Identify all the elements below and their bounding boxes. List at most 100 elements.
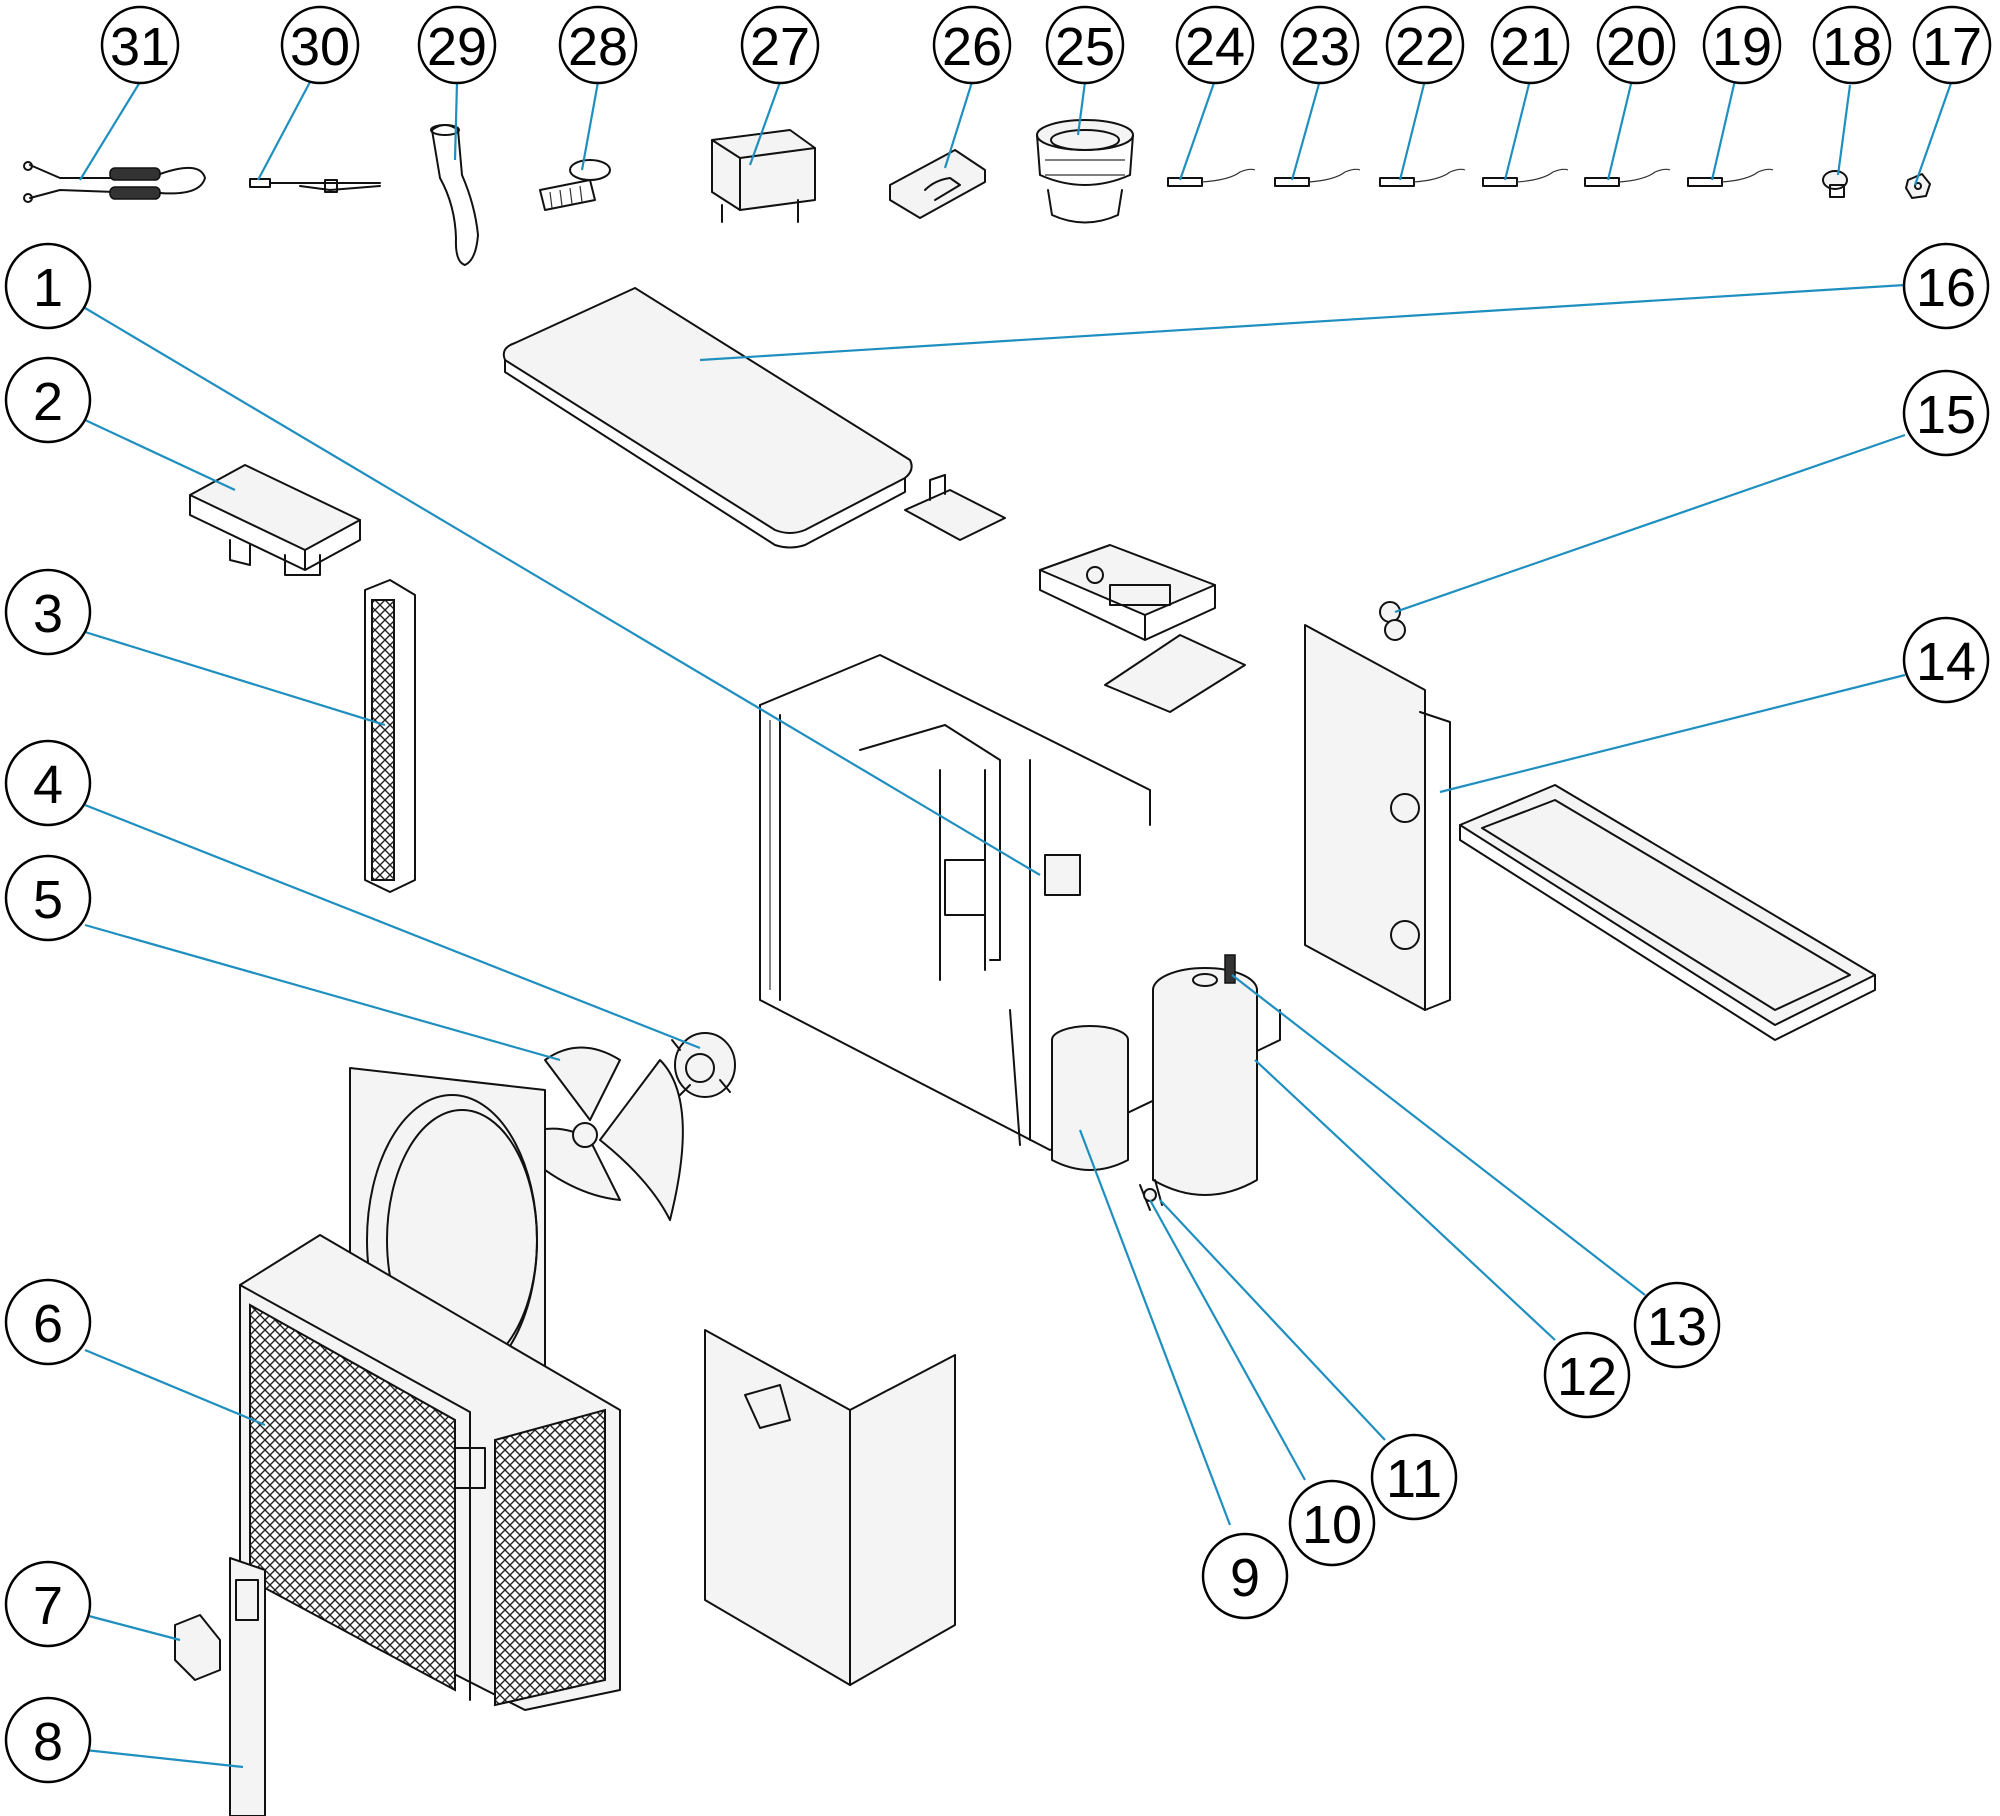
leader-6 — [84, 1348, 266, 1427]
callout-19-label: 19 — [1712, 17, 1772, 77]
leader-29 — [453, 81, 459, 161]
callout-11-label: 11 — [1386, 1449, 1442, 1509]
callout-4-label: 4 — [33, 755, 63, 815]
callout-10: 10 — [1288, 1479, 1376, 1567]
callout-27: 27 — [740, 5, 820, 85]
part-20-sensor — [1584, 168, 1671, 187]
leader-25 — [1076, 81, 1087, 136]
part-15-valve-pair — [1379, 601, 1406, 641]
part-main-chassis — [759, 654, 1281, 1151]
callout-20: 20 — [1596, 5, 1676, 85]
callout-28-label: 28 — [568, 17, 628, 77]
callout-13-label: 13 — [1647, 1297, 1707, 1357]
parts-layer — [23, 119, 1931, 1816]
callout-20-label: 20 — [1606, 17, 1666, 77]
callout-15-label: 15 — [1916, 385, 1976, 445]
part-9-accumulator — [1051, 1025, 1129, 1171]
leader-23 — [1290, 79, 1322, 181]
part-17-nut — [1905, 173, 1931, 199]
callout-12: 12 — [1543, 1331, 1631, 1419]
part-22-sensor — [1379, 168, 1466, 187]
part-19-sensor — [1687, 168, 1774, 187]
callout-17: 17 — [1912, 5, 1992, 85]
callout-27-label: 27 — [750, 17, 810, 77]
leader-4 — [84, 803, 701, 1050]
callout-13: 13 — [1633, 1281, 1721, 1369]
callout-11: 11 — [1370, 1433, 1458, 1521]
leader-27 — [748, 81, 782, 166]
leader-30 — [257, 81, 311, 181]
callout-2: 2 — [4, 356, 92, 444]
leader-13 — [1231, 974, 1646, 1296]
callout-3: 3 — [4, 568, 92, 656]
callout-28: 28 — [558, 5, 638, 85]
part-mounting-bracket — [904, 474, 1006, 541]
part-10-11-fittings — [1139, 1179, 1163, 1211]
callout-30-label: 30 — [290, 17, 350, 77]
callout-2-label: 2 — [33, 372, 63, 432]
leader-14 — [1439, 673, 1906, 794]
callout-6-label: 6 — [33, 1294, 63, 1354]
part-16-top-cover — [502, 287, 913, 549]
callout-26-label: 26 — [942, 17, 1002, 77]
callout-5-label: 5 — [33, 870, 63, 930]
callout-1: 1 — [4, 242, 92, 330]
callout-4: 4 — [4, 739, 92, 827]
part-3-side-grille — [364, 579, 416, 893]
callout-9-label: 9 — [1230, 1548, 1260, 1608]
callout-24-label: 24 — [1185, 17, 1245, 77]
callout-29-label: 29 — [427, 17, 487, 77]
leader-22 — [1398, 79, 1427, 181]
part-7-controller-knob — [174, 1614, 221, 1681]
callout-18: 18 — [1812, 5, 1892, 85]
callout-1-label: 1 — [33, 258, 63, 318]
callout-24: 24 — [1175, 5, 1255, 85]
callout-31: 31 — [100, 5, 180, 85]
leader-26 — [943, 81, 974, 169]
part-30-temperature-probe — [249, 178, 381, 193]
callout-21-label: 21 — [1500, 17, 1560, 77]
part-25-grommet — [1036, 119, 1134, 224]
leader-12 — [1254, 1059, 1556, 1341]
callout-25-label: 25 — [1055, 17, 1115, 77]
leader-31 — [79, 81, 141, 181]
part-4-fan-motor — [671, 1032, 736, 1098]
part-12-compressor — [1152, 967, 1258, 1196]
callout-23-label: 23 — [1290, 17, 1350, 77]
callout-21: 21 — [1490, 5, 1570, 85]
callout-26: 26 — [932, 5, 1012, 85]
leader-3 — [84, 630, 386, 727]
callout-18-label: 18 — [1822, 17, 1882, 77]
leader-1 — [84, 307, 1041, 876]
callout-16-label: 16 — [1916, 258, 1976, 318]
callout-8: 8 — [4, 1696, 92, 1784]
callout-6: 6 — [4, 1278, 92, 1366]
callout-30: 30 — [280, 5, 360, 85]
leader-28 — [580, 81, 600, 171]
callout-22: 22 — [1385, 5, 1465, 85]
leader-18 — [1836, 84, 1852, 176]
callout-17-label: 17 — [1922, 17, 1982, 77]
leader-21 — [1503, 79, 1532, 181]
callout-31-label: 31 — [110, 17, 170, 77]
leader-19 — [1710, 79, 1737, 181]
part-27-capacitor — [711, 129, 816, 223]
callout-22-label: 22 — [1395, 17, 1455, 77]
callout-10-label: 10 — [1302, 1495, 1362, 1555]
leader-20 — [1606, 79, 1634, 181]
leader-9 — [1078, 1129, 1232, 1526]
part-electrical-box — [1039, 544, 1216, 641]
part-2-control-board — [189, 464, 361, 576]
leader-2 — [84, 419, 236, 491]
callout-9: 9 — [1201, 1532, 1289, 1620]
callout-14: 14 — [1902, 616, 1990, 704]
part-31-wire-harness — [23, 161, 206, 203]
callout-25: 25 — [1045, 5, 1125, 85]
callout-3-label: 3 — [33, 584, 63, 644]
callout-14-label: 14 — [1916, 632, 1976, 692]
part-24-sensor — [1167, 168, 1256, 187]
part-23-sensor — [1274, 168, 1361, 187]
callout-16: 16 — [1902, 242, 1990, 330]
